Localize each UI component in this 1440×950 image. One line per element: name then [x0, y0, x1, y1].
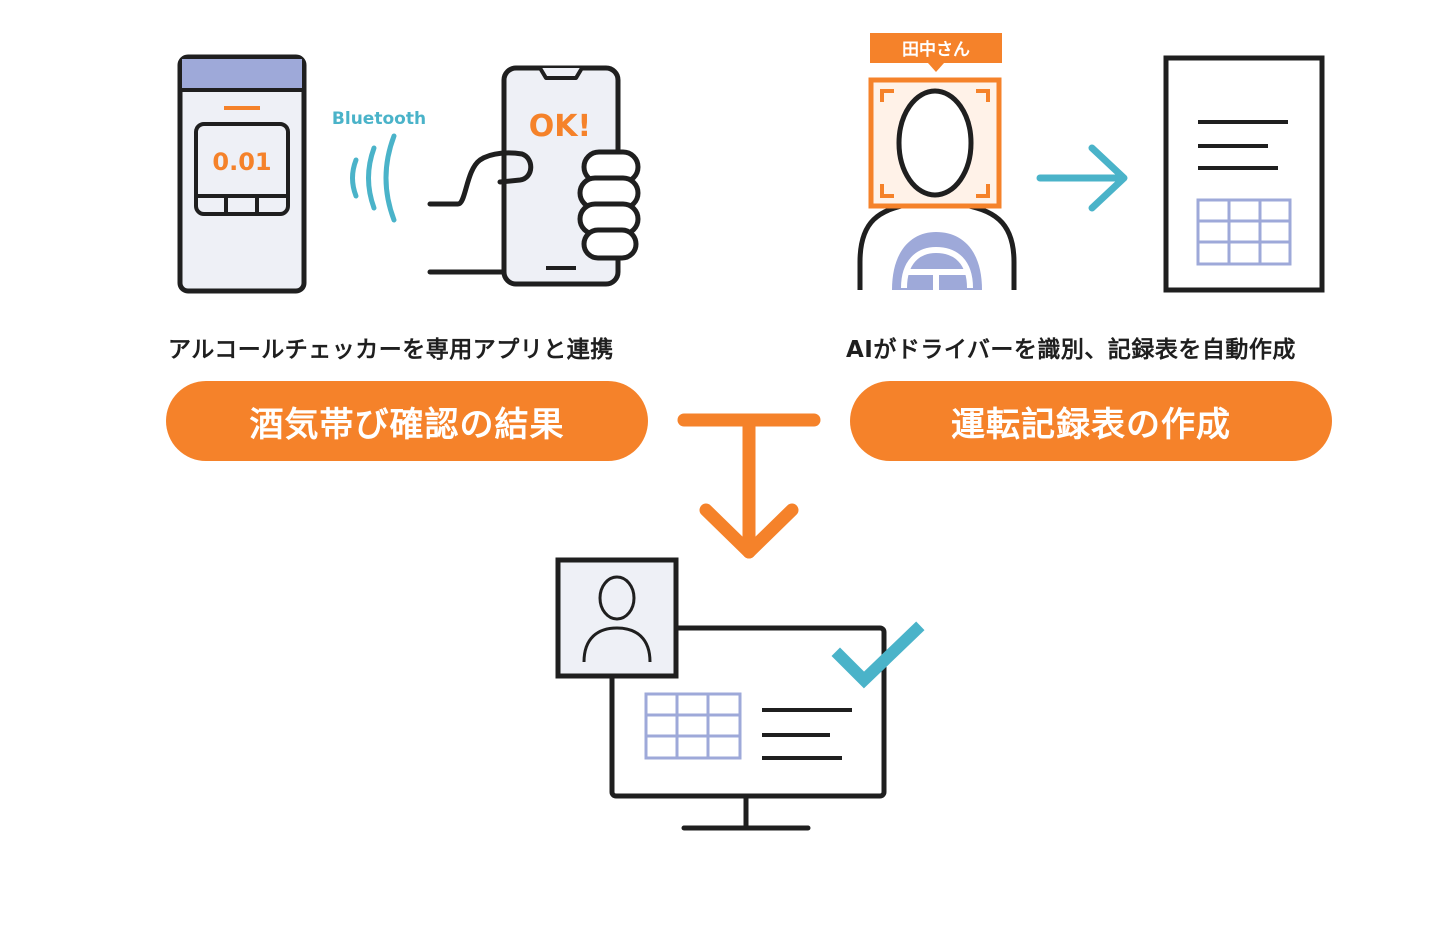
- alcohol-result-button: 酒気帯び確認の結果: [166, 381, 648, 461]
- alcohol-checker-icon: 0.01: [177, 54, 307, 294]
- name-tag: 田中さん: [902, 39, 970, 60]
- merge-arrow-icon: [677, 413, 821, 559]
- phone-result: OK!: [529, 109, 591, 144]
- face-recognition-icon: 田中さん: [857, 33, 1017, 292]
- checkmark-icon: [831, 621, 925, 689]
- bluetooth-label: Bluetooth: [332, 109, 426, 129]
- meter-reading: 0.01: [212, 148, 271, 176]
- arrow-right-icon: [1036, 144, 1128, 212]
- driving-record-button: 運転記録表の作成: [850, 381, 1332, 461]
- left-caption: アルコールチェッカーを専用アプリと連携: [168, 337, 614, 363]
- right-caption: AIがドライバーを識別、記録表を自動作成: [846, 337, 1296, 363]
- bluetooth-waves-icon: [350, 133, 397, 223]
- profile-card-icon: [555, 557, 679, 679]
- document-icon: [1163, 55, 1325, 293]
- smartphone-hand-icon: OK!: [427, 65, 641, 287]
- monitor-icon: [609, 625, 887, 831]
